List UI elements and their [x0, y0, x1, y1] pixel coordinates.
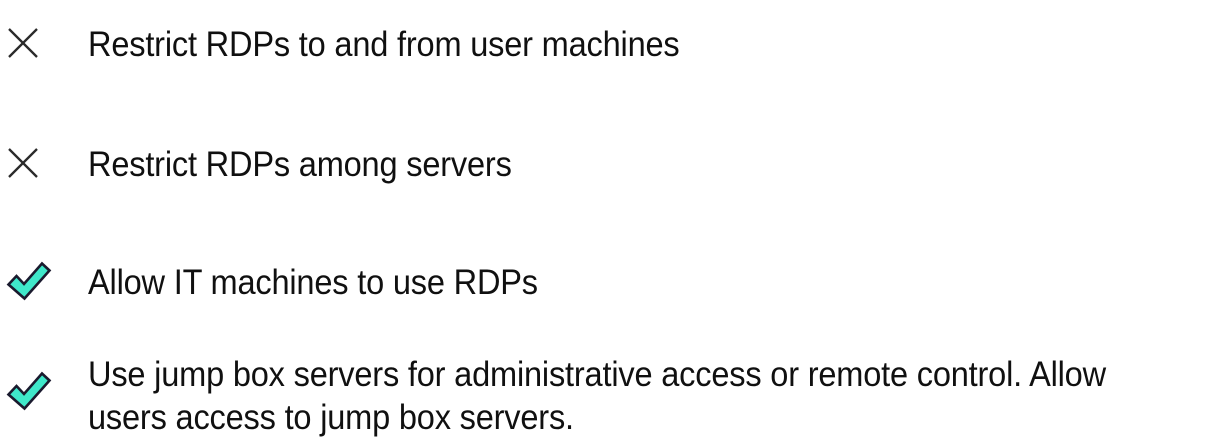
list-item-label: Use jump box servers for administrative … [88, 355, 1106, 437]
list-item: Restrict RDPs among servers [0, 138, 1210, 188]
list-item: Allow IT machines to use RDPs [0, 256, 1210, 306]
cross-icon [0, 18, 88, 68]
list-item: Restrict RDPs to and from user machines [0, 18, 1210, 68]
check-icon [0, 348, 88, 434]
list-item-label: Restrict RDPs to and from user machines [88, 25, 680, 64]
list-item-label: Allow IT machines to use RDPs [88, 263, 538, 302]
cross-icon [0, 138, 88, 188]
list-item: Use jump box servers for administrative … [0, 348, 1210, 439]
list-item-label: Restrict RDPs among servers [88, 145, 512, 184]
check-icon [0, 256, 88, 306]
